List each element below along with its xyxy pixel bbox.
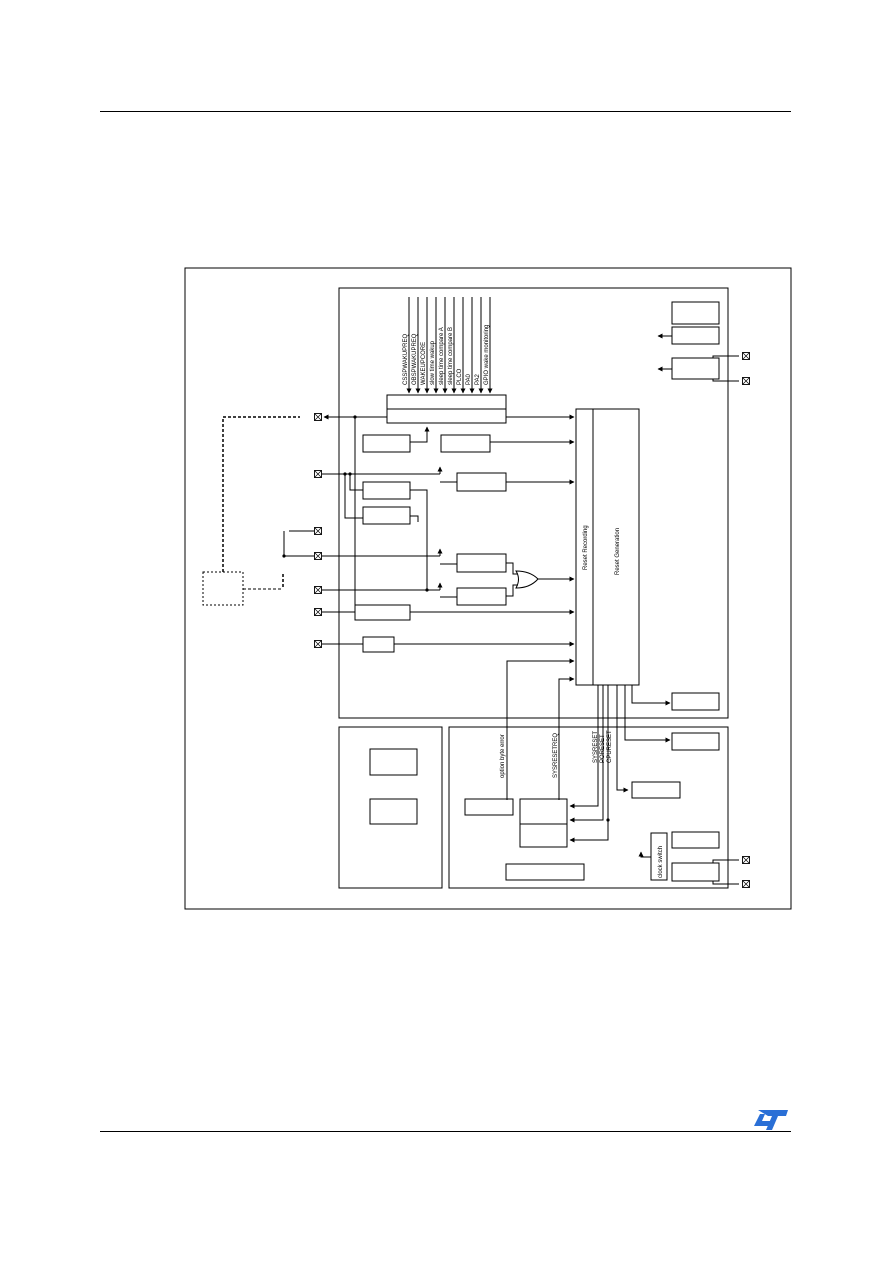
sig-5: sleep time compare B (448, 327, 454, 385)
option-byte-error-label: option byte error (500, 734, 506, 778)
lr-box-r2 (671, 862, 720, 882)
ll-box-1 (369, 748, 418, 776)
tr-box-1 (671, 301, 720, 325)
header-rule (100, 111, 791, 112)
tr-box-3 (671, 357, 720, 380)
ll-box-2 (369, 798, 418, 825)
sig-0: CSSPWAKUPREQ (403, 334, 409, 385)
box-e (362, 506, 411, 525)
box-g (456, 587, 507, 606)
or-gate (515, 570, 539, 589)
box-a (362, 434, 411, 453)
external-dashed-box (202, 571, 244, 606)
sig-6: PLCO (457, 368, 463, 385)
lr-box-wide (505, 863, 585, 881)
reset-label-0: SYSRESET (593, 731, 599, 763)
reset-generation-label: Reset Generation (615, 528, 621, 575)
box-c (456, 472, 507, 492)
box-b (440, 434, 491, 453)
lr-box-reg (519, 798, 568, 848)
sig-7: PA0 (466, 373, 472, 385)
sig-3: slow time wakup (430, 340, 436, 385)
out-box-2 (671, 732, 720, 751)
tr-box-2 (671, 326, 720, 345)
box-d (362, 481, 411, 500)
lr-box-opt (464, 798, 514, 816)
sig-9: GPIO wake monitoring (484, 325, 490, 385)
top-signal-arrows (406, 297, 493, 394)
box-i (362, 636, 395, 653)
figure-frame (184, 267, 792, 910)
main-block (338, 287, 729, 719)
box-f (456, 553, 507, 573)
st-logo: ST (754, 1110, 788, 1130)
sig-1: OBSPWAKUPREQ (412, 333, 418, 385)
box-h (354, 604, 411, 621)
sysresetreq-label: SYSRESETREQ (553, 733, 559, 778)
lr-box-r1 (671, 831, 720, 849)
lower-left-block (338, 726, 443, 889)
out-box-1 (671, 692, 720, 711)
sig-8: PA2 (475, 373, 481, 385)
sig-4: sleep time compare A (439, 327, 445, 385)
footer-rule (100, 1131, 791, 1132)
reset-label-1: PORESET (600, 734, 606, 763)
top-signal-labels: CSSPWAKUPREQ OBSPWAKUPREQ WAKEUPCORE slo… (403, 325, 490, 385)
reset-label-2: CPURESET (607, 730, 613, 763)
clock-switch-label: clock switch (658, 846, 664, 878)
reset-recording-label: Reset Recording (583, 525, 589, 570)
sig-2: WAKEUPCORE (421, 342, 427, 385)
lower-right-block (448, 726, 729, 889)
out-box-3 (631, 781, 681, 799)
